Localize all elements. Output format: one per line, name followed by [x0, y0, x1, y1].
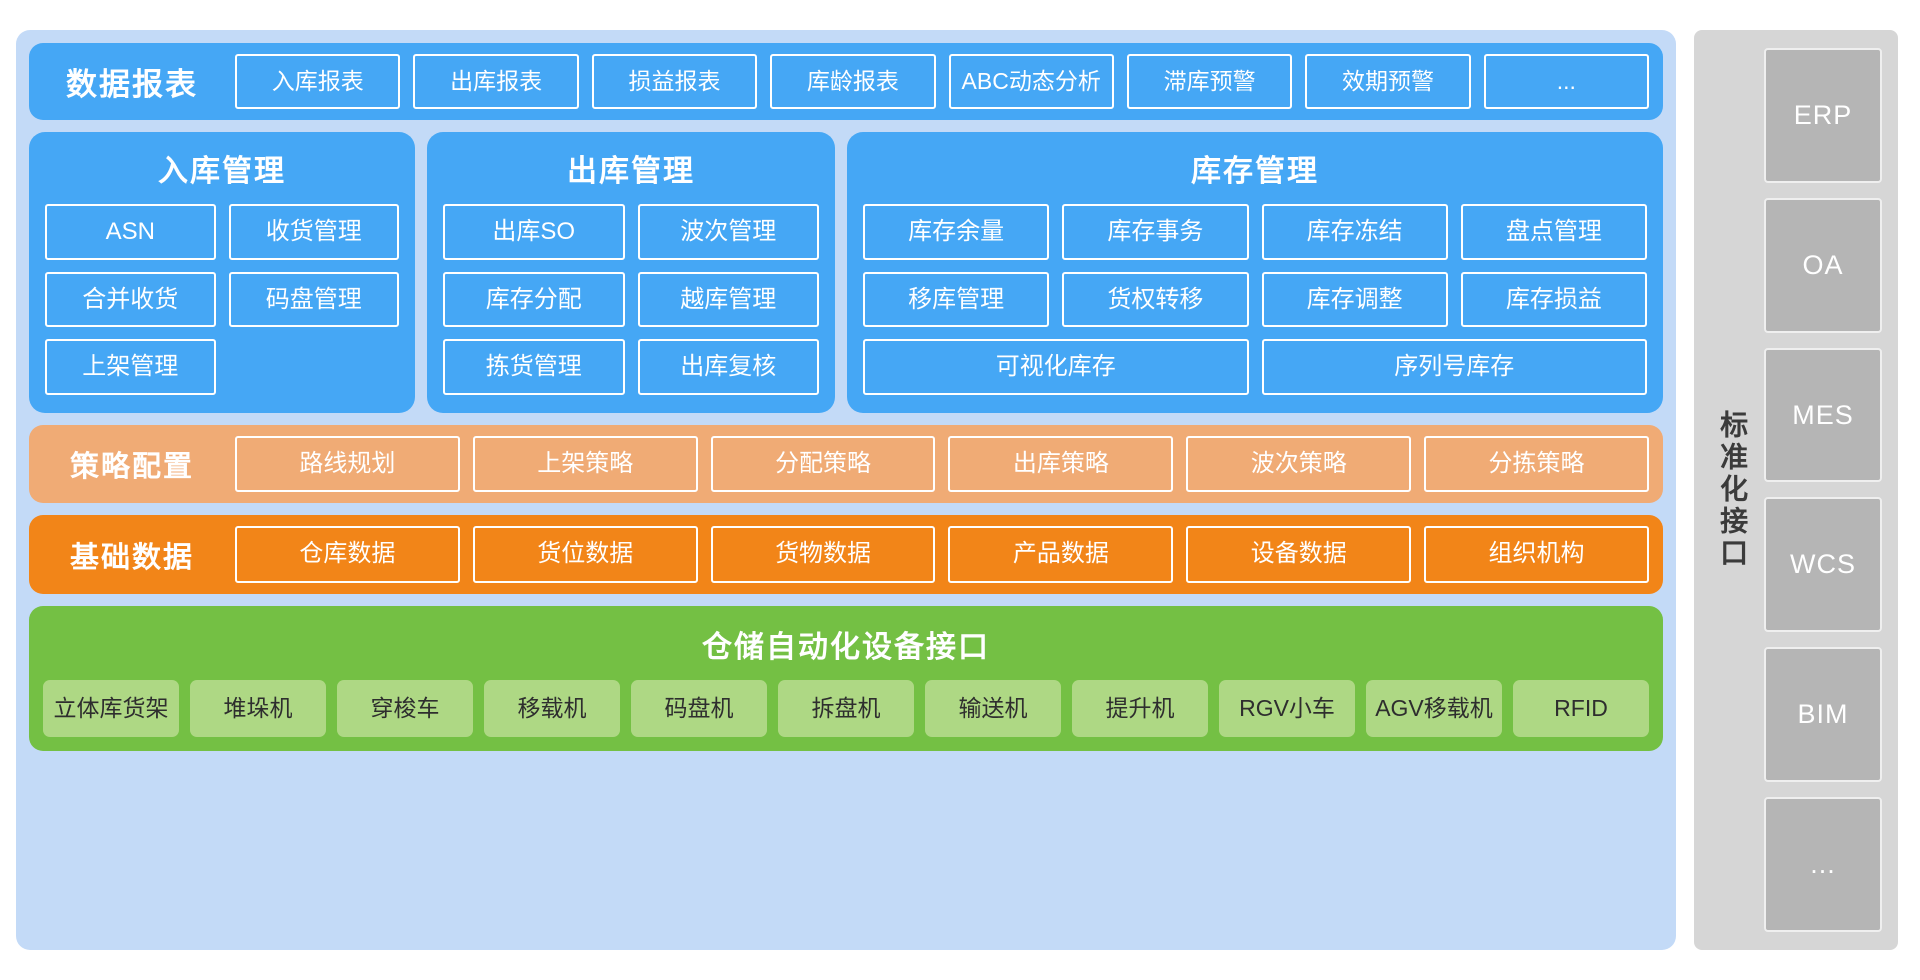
grid-row: 出库SO 波次管理	[443, 204, 819, 260]
grid-row: 库存分配 越库管理	[443, 271, 819, 328]
strategy-item-route-planning[interactable]: 路线规划	[235, 436, 460, 493]
module-stock-grid: 库存余量 库存事务 库存冻结 盘点管理 移库管理 货权转移 库存调整 库存损益 …	[863, 204, 1647, 396]
external-system-more[interactable]: ...	[1764, 797, 1882, 932]
wms-panel: 数据报表 入库报表 出库报表 损益报表 库龄报表 ABC动态分析 滞库预警 效期…	[16, 30, 1676, 950]
basedata-item-equipment[interactable]: 设备数据	[1186, 526, 1412, 583]
external-system-bim[interactable]: BIM	[1764, 647, 1882, 783]
base-data-band: 基础数据 仓库数据 货位数据 货物数据 产品数据 设备数据 组织机构	[29, 515, 1663, 594]
grid-row: 拣货管理 出库复核	[443, 339, 819, 396]
inbound-item-palletizing[interactable]: 码盘管理	[228, 271, 399, 328]
automation-title: 仓储自动化设备接口	[702, 630, 990, 664]
report-item-stock-age[interactable]: 库龄报表	[770, 54, 936, 110]
external-system-list: ERP OA MES WCS BIM ...	[1764, 48, 1882, 932]
report-item-inbound[interactable]: 入库报表	[235, 54, 401, 110]
module-outbound-grid: 出库SO 波次管理 库存分配 越库管理 拣货管理 出库复核	[443, 204, 819, 396]
module-inbound-management: 入库管理 ASN 收货管理 合并收货 码盘管理 上架管理	[29, 132, 415, 414]
external-system-erp[interactable]: ERP	[1764, 48, 1882, 183]
inbound-item-putaway[interactable]: 上架管理	[45, 339, 216, 396]
stock-item-balance[interactable]: 库存余量	[863, 204, 1050, 260]
strategy-item-outbound[interactable]: 出库策略	[948, 436, 1174, 493]
basedata-item-location[interactable]: 货位数据	[472, 526, 698, 583]
device-shuttle[interactable]: 穿梭车	[337, 679, 473, 738]
report-item-expiry-alert[interactable]: 效期预警	[1305, 54, 1471, 110]
module-outbound-title: 出库管理	[567, 155, 695, 189]
external-system-oa[interactable]: OA	[1764, 197, 1882, 333]
module-outbound-management: 出库管理 出库SO 波次管理 库存分配 越库管理 拣货管理 出库复核	[427, 132, 835, 414]
strategy-item-sorting[interactable]: 分拣策略	[1424, 436, 1649, 493]
device-agv[interactable]: AGV移载机	[1366, 679, 1502, 738]
grid-row: 合并收货 码盘管理	[45, 271, 399, 328]
grid-row: 上架管理	[45, 339, 400, 396]
stock-item-visual-inventory[interactable]: 可视化库存	[863, 339, 1249, 396]
basedata-item-goods[interactable]: 货物数据	[710, 526, 936, 583]
device-lifter[interactable]: 提升机	[1072, 679, 1208, 738]
inbound-item-merge-receive[interactable]: 合并收货	[45, 271, 216, 328]
outbound-item-stock-allocation[interactable]: 库存分配	[443, 271, 625, 328]
device-transfer-machine[interactable]: 移载机	[484, 679, 620, 738]
strategy-item-putaway[interactable]: 上架策略	[472, 436, 698, 493]
stock-item-ownership-change[interactable]: 货权转移	[1062, 271, 1249, 328]
standard-interface-panel: 标准化接口 ERP OA MES WCS BIM ...	[1694, 30, 1898, 950]
grid-row: 库存余量 库存事务 库存冻结 盘点管理	[863, 204, 1647, 260]
report-item-stagnant-alert[interactable]: 滞库预警	[1126, 54, 1293, 110]
device-asrs-rack[interactable]: 立体库货架	[43, 679, 179, 738]
module-inbound-title: 入库管理	[158, 155, 286, 189]
report-item-abc-analysis[interactable]: ABC动态分析	[948, 54, 1114, 110]
inbound-item-asn[interactable]: ASN	[45, 204, 216, 260]
outbound-item-picking[interactable]: 拣货管理	[443, 339, 625, 396]
report-item-profit-loss[interactable]: 损益报表	[591, 54, 758, 110]
module-inbound-grid: ASN 收货管理 合并收货 码盘管理 上架管理	[45, 204, 400, 396]
grid-row: 移库管理 货权转移 库存调整 库存损益	[863, 271, 1647, 328]
device-rfid[interactable]: RFID	[1513, 679, 1649, 738]
strategy-item-allocation[interactable]: 分配策略	[710, 436, 936, 493]
device-stacker-crane[interactable]: 堆垛机	[190, 679, 326, 738]
outbound-item-so[interactable]: 出库SO	[443, 204, 625, 260]
stock-item-counting[interactable]: 盘点管理	[1460, 204, 1647, 260]
basedata-item-organization[interactable]: 组织机构	[1424, 526, 1649, 583]
inbound-item-empty	[229, 339, 400, 395]
strategy-config-title: 策略配置	[69, 451, 194, 484]
report-item-more[interactable]: ...	[1483, 54, 1649, 110]
strategy-item-wave[interactable]: 波次策略	[1186, 436, 1412, 493]
basedata-item-product[interactable]: 产品数据	[948, 526, 1174, 583]
data-report-band: 数据报表 入库报表 出库报表 损益报表 库龄报表 ABC动态分析 滞库预警 效期…	[29, 43, 1663, 121]
standard-interface-label: 标准化接口	[1717, 410, 1749, 570]
strategy-chip-list: 路线规划 上架策略 分配策略 出库策略 波次策略 分拣策略	[235, 436, 1649, 493]
stock-item-profit-loss[interactable]: 库存损益	[1460, 271, 1647, 328]
data-report-chip-list: 入库报表 出库报表 损益报表 库龄报表 ABC动态分析 滞库预警 效期预警 ..…	[235, 54, 1649, 110]
automation-device-list: 立体库货架 堆垛机 穿梭车 移载机 码盘机 拆盘机 输送机 提升机 RGV小车 …	[43, 679, 1649, 738]
device-depalletizer[interactable]: 拆盘机	[778, 679, 914, 738]
stock-item-serial-inventory[interactable]: 序列号库存	[1261, 339, 1647, 396]
grid-row: ASN 收货管理	[45, 204, 399, 260]
device-palletizer[interactable]: 码盘机	[631, 679, 767, 738]
module-stock-management: 库存管理 库存余量 库存事务 库存冻结 盘点管理 移库管理 货权转移 库存调整 …	[847, 132, 1663, 414]
module-stock-title: 库存管理	[1191, 155, 1319, 189]
outbound-item-review[interactable]: 出库复核	[637, 339, 819, 396]
stock-item-adjustment[interactable]: 库存调整	[1261, 271, 1448, 328]
inbound-item-receiving[interactable]: 收货管理	[228, 204, 399, 260]
stock-item-transfer[interactable]: 移库管理	[863, 271, 1050, 328]
strategy-config-band: 策略配置 路线规划 上架策略 分配策略 出库策略 波次策略 分拣策略	[29, 425, 1663, 504]
base-data-title: 基础数据	[69, 541, 194, 574]
device-rgv[interactable]: RGV小车	[1219, 679, 1355, 738]
external-system-mes[interactable]: MES	[1764, 347, 1882, 483]
stock-item-freeze[interactable]: 库存冻结	[1261, 204, 1448, 260]
automation-equipment-block: 仓储自动化设备接口 立体库货架 堆垛机 穿梭车 移载机 码盘机 拆盘机 输送机 …	[29, 605, 1663, 752]
data-report-title: 数据报表	[66, 67, 198, 103]
basedata-item-warehouse[interactable]: 仓库数据	[235, 526, 460, 583]
external-system-wcs[interactable]: WCS	[1764, 497, 1882, 633]
base-data-chip-list: 仓库数据 货位数据 货物数据 产品数据 设备数据 组织机构	[235, 526, 1649, 583]
outbound-item-cross-docking[interactable]: 越库管理	[637, 271, 819, 328]
grid-row: 可视化库存 序列号库存	[863, 339, 1647, 396]
device-conveyor[interactable]: 输送机	[925, 679, 1061, 738]
outbound-item-wave[interactable]: 波次管理	[637, 204, 819, 260]
core-modules-row: 入库管理 ASN 收货管理 合并收货 码盘管理 上架管理	[29, 132, 1663, 414]
stock-item-transaction[interactable]: 库存事务	[1062, 204, 1249, 260]
report-item-outbound[interactable]: 出库报表	[413, 54, 579, 110]
